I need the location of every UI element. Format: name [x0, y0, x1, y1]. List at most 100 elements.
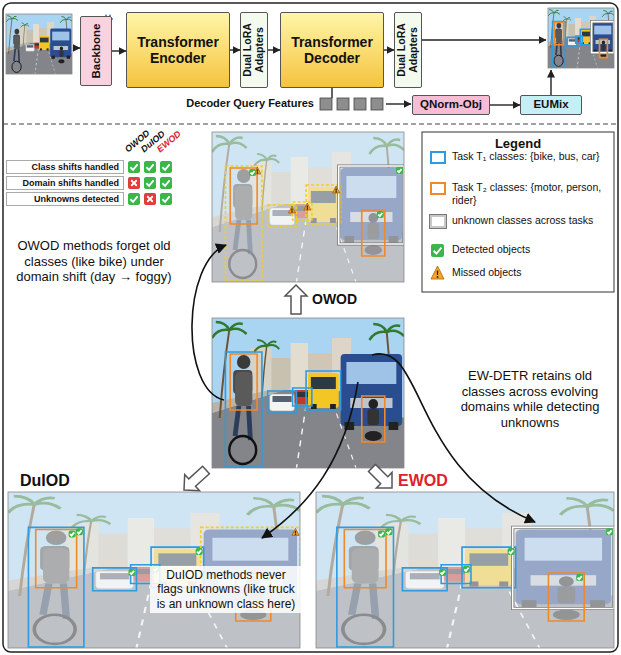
node-label: Dual LoRA Adapters	[396, 15, 419, 85]
warning-triangle	[292, 528, 299, 535]
detection-box	[306, 185, 341, 224]
detection-box	[599, 39, 607, 57]
node-label: Dual LoRA Adapters	[242, 15, 265, 85]
check-mark	[130, 164, 137, 170]
query-token	[371, 98, 383, 110]
query-token	[354, 98, 366, 110]
check-icon	[508, 548, 515, 555]
cross-mark	[131, 180, 137, 186]
check-bg	[128, 193, 140, 205]
flow-arrow	[386, 103, 411, 104]
warning-icon	[304, 203, 311, 210]
callout-note: DuIOD methods never flags unknowns (like…	[150, 566, 302, 613]
check-icon	[377, 211, 384, 218]
hollow-arrow	[369, 465, 393, 489]
detection-box	[362, 210, 385, 256]
node-label: Transformer Encoder	[127, 34, 229, 66]
row-label: Class shifts handled	[6, 160, 124, 174]
check-bg	[396, 167, 403, 174]
check-mark	[464, 568, 468, 571]
check-bg	[160, 161, 172, 173]
row-label: Unknowns detected	[6, 192, 124, 206]
check-icon	[378, 530, 385, 537]
check-bg	[249, 169, 256, 176]
check-icon	[576, 574, 583, 581]
photo-frame	[316, 492, 614, 648]
detection-box	[462, 547, 516, 588]
detection-box	[362, 396, 385, 442]
check-icon	[463, 566, 470, 573]
check-mark	[146, 164, 153, 170]
check-icon	[196, 548, 203, 555]
fog-overlay	[212, 132, 404, 282]
warning-dot	[307, 208, 309, 210]
query-token	[320, 98, 332, 110]
check-mark	[607, 530, 611, 533]
warning-triangle	[333, 186, 340, 193]
detection-box	[306, 371, 341, 410]
warning-bar	[257, 169, 258, 171]
legend-box	[422, 132, 614, 292]
warning-bar	[307, 205, 308, 207]
legend-swatch	[430, 215, 446, 228]
check-mark	[434, 248, 442, 254]
detection-box	[225, 166, 261, 281]
check-icon	[249, 169, 256, 176]
check-icon	[69, 530, 76, 537]
check-mark	[387, 530, 391, 533]
setting-label: DuIOD	[20, 471, 70, 490]
check-bg	[439, 569, 446, 576]
check-bg	[160, 177, 172, 189]
warning-bar	[437, 271, 438, 275]
callout-arrow	[262, 382, 358, 538]
check-icon	[160, 193, 172, 205]
legend-text: Missed objects	[452, 266, 608, 279]
photo-frame	[212, 318, 404, 468]
legend-swatch	[430, 182, 446, 195]
module-box: QNorm-Obj	[412, 95, 490, 115]
detection-box	[36, 529, 77, 587]
check-icon	[144, 161, 156, 173]
check-mark	[397, 169, 401, 172]
warning-icon	[288, 206, 295, 213]
detection-box	[293, 202, 312, 220]
legend-title: Legend	[422, 136, 614, 152]
check-bg	[508, 548, 515, 555]
photo-frame	[212, 132, 404, 282]
check-mark	[197, 550, 201, 553]
cross-bg	[144, 193, 156, 205]
warning-icon	[431, 266, 444, 279]
legend-text: unknown classes across tasks	[452, 214, 608, 227]
check-bg	[377, 211, 384, 218]
warning-triangle	[304, 203, 311, 210]
cross-bg	[128, 177, 140, 189]
check-bg	[385, 528, 392, 535]
flow-connector	[268, 49, 280, 50]
check-mark	[146, 180, 153, 186]
check-bg	[144, 177, 156, 189]
flow-arrow	[73, 47, 80, 48]
check-icon	[439, 569, 446, 576]
check-icon	[431, 244, 444, 257]
check-icon	[160, 177, 172, 189]
detection-box	[293, 388, 312, 406]
detection-box	[225, 352, 261, 467]
flow-connector	[384, 49, 394, 50]
detection-box	[344, 529, 386, 587]
box-outline	[592, 22, 614, 53]
check-bg	[431, 244, 444, 257]
warning-dot	[335, 191, 337, 193]
check-mark	[70, 532, 74, 535]
node-label: Backbone	[90, 19, 103, 83]
check-icon	[76, 528, 83, 535]
cross-mark	[147, 196, 153, 202]
setting-label: EWOD	[398, 471, 448, 490]
flow-connector	[112, 50, 126, 51]
check-mark	[162, 164, 169, 170]
detection-box	[592, 22, 614, 53]
check-icon	[144, 177, 156, 189]
legend-text: Detected objects	[452, 243, 608, 256]
check-icon	[385, 528, 392, 535]
section-divider	[3, 123, 618, 124]
